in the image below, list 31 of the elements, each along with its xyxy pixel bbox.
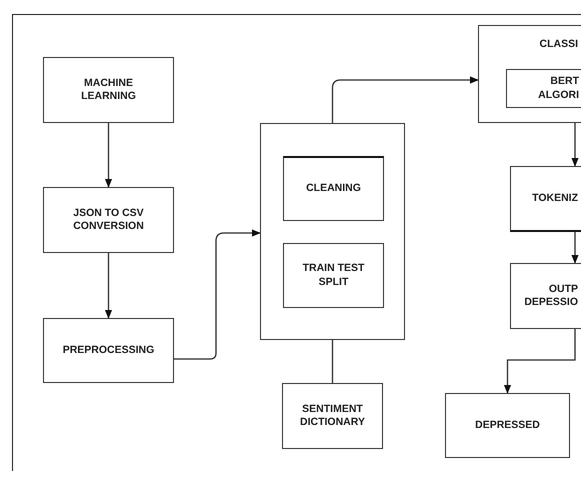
box-label: TOKENIZ (532, 192, 579, 206)
arrow (174, 229, 261, 360)
box-label: DEPRESSED (474, 418, 541, 432)
box-label: MACHINE LEARNING (80, 76, 137, 104)
box-label: OUTP DEPESSIO (523, 282, 579, 310)
box-label: JSON TO CSV CONVERSION (72, 206, 145, 234)
process-box (510, 166, 581, 232)
box-label: SENTIMENT DICTIONARY (299, 402, 366, 430)
box-label: BERT ALGORI (537, 75, 580, 102)
box-label: TRAIN TEST SPLIT (302, 262, 366, 289)
process-box (506, 69, 581, 108)
process-box (478, 25, 581, 123)
process-box (445, 393, 570, 458)
process-box (43, 318, 174, 383)
arrow (571, 123, 579, 167)
box-label: PREPROCESSING (62, 344, 156, 358)
arrow (504, 329, 576, 394)
arrow (571, 232, 579, 264)
process-box (283, 156, 384, 221)
process-box (510, 263, 581, 329)
arrow (332, 76, 479, 123)
arrow (104, 123, 112, 188)
process-box (282, 383, 383, 449)
process-box (283, 243, 384, 308)
container-box (260, 123, 405, 340)
process-box (43, 187, 174, 253)
process-box (43, 57, 174, 123)
box-label: CLEANING (305, 182, 362, 196)
box-label: CLASSI (539, 38, 579, 52)
arrow (104, 253, 112, 319)
connector-line (332, 340, 334, 383)
